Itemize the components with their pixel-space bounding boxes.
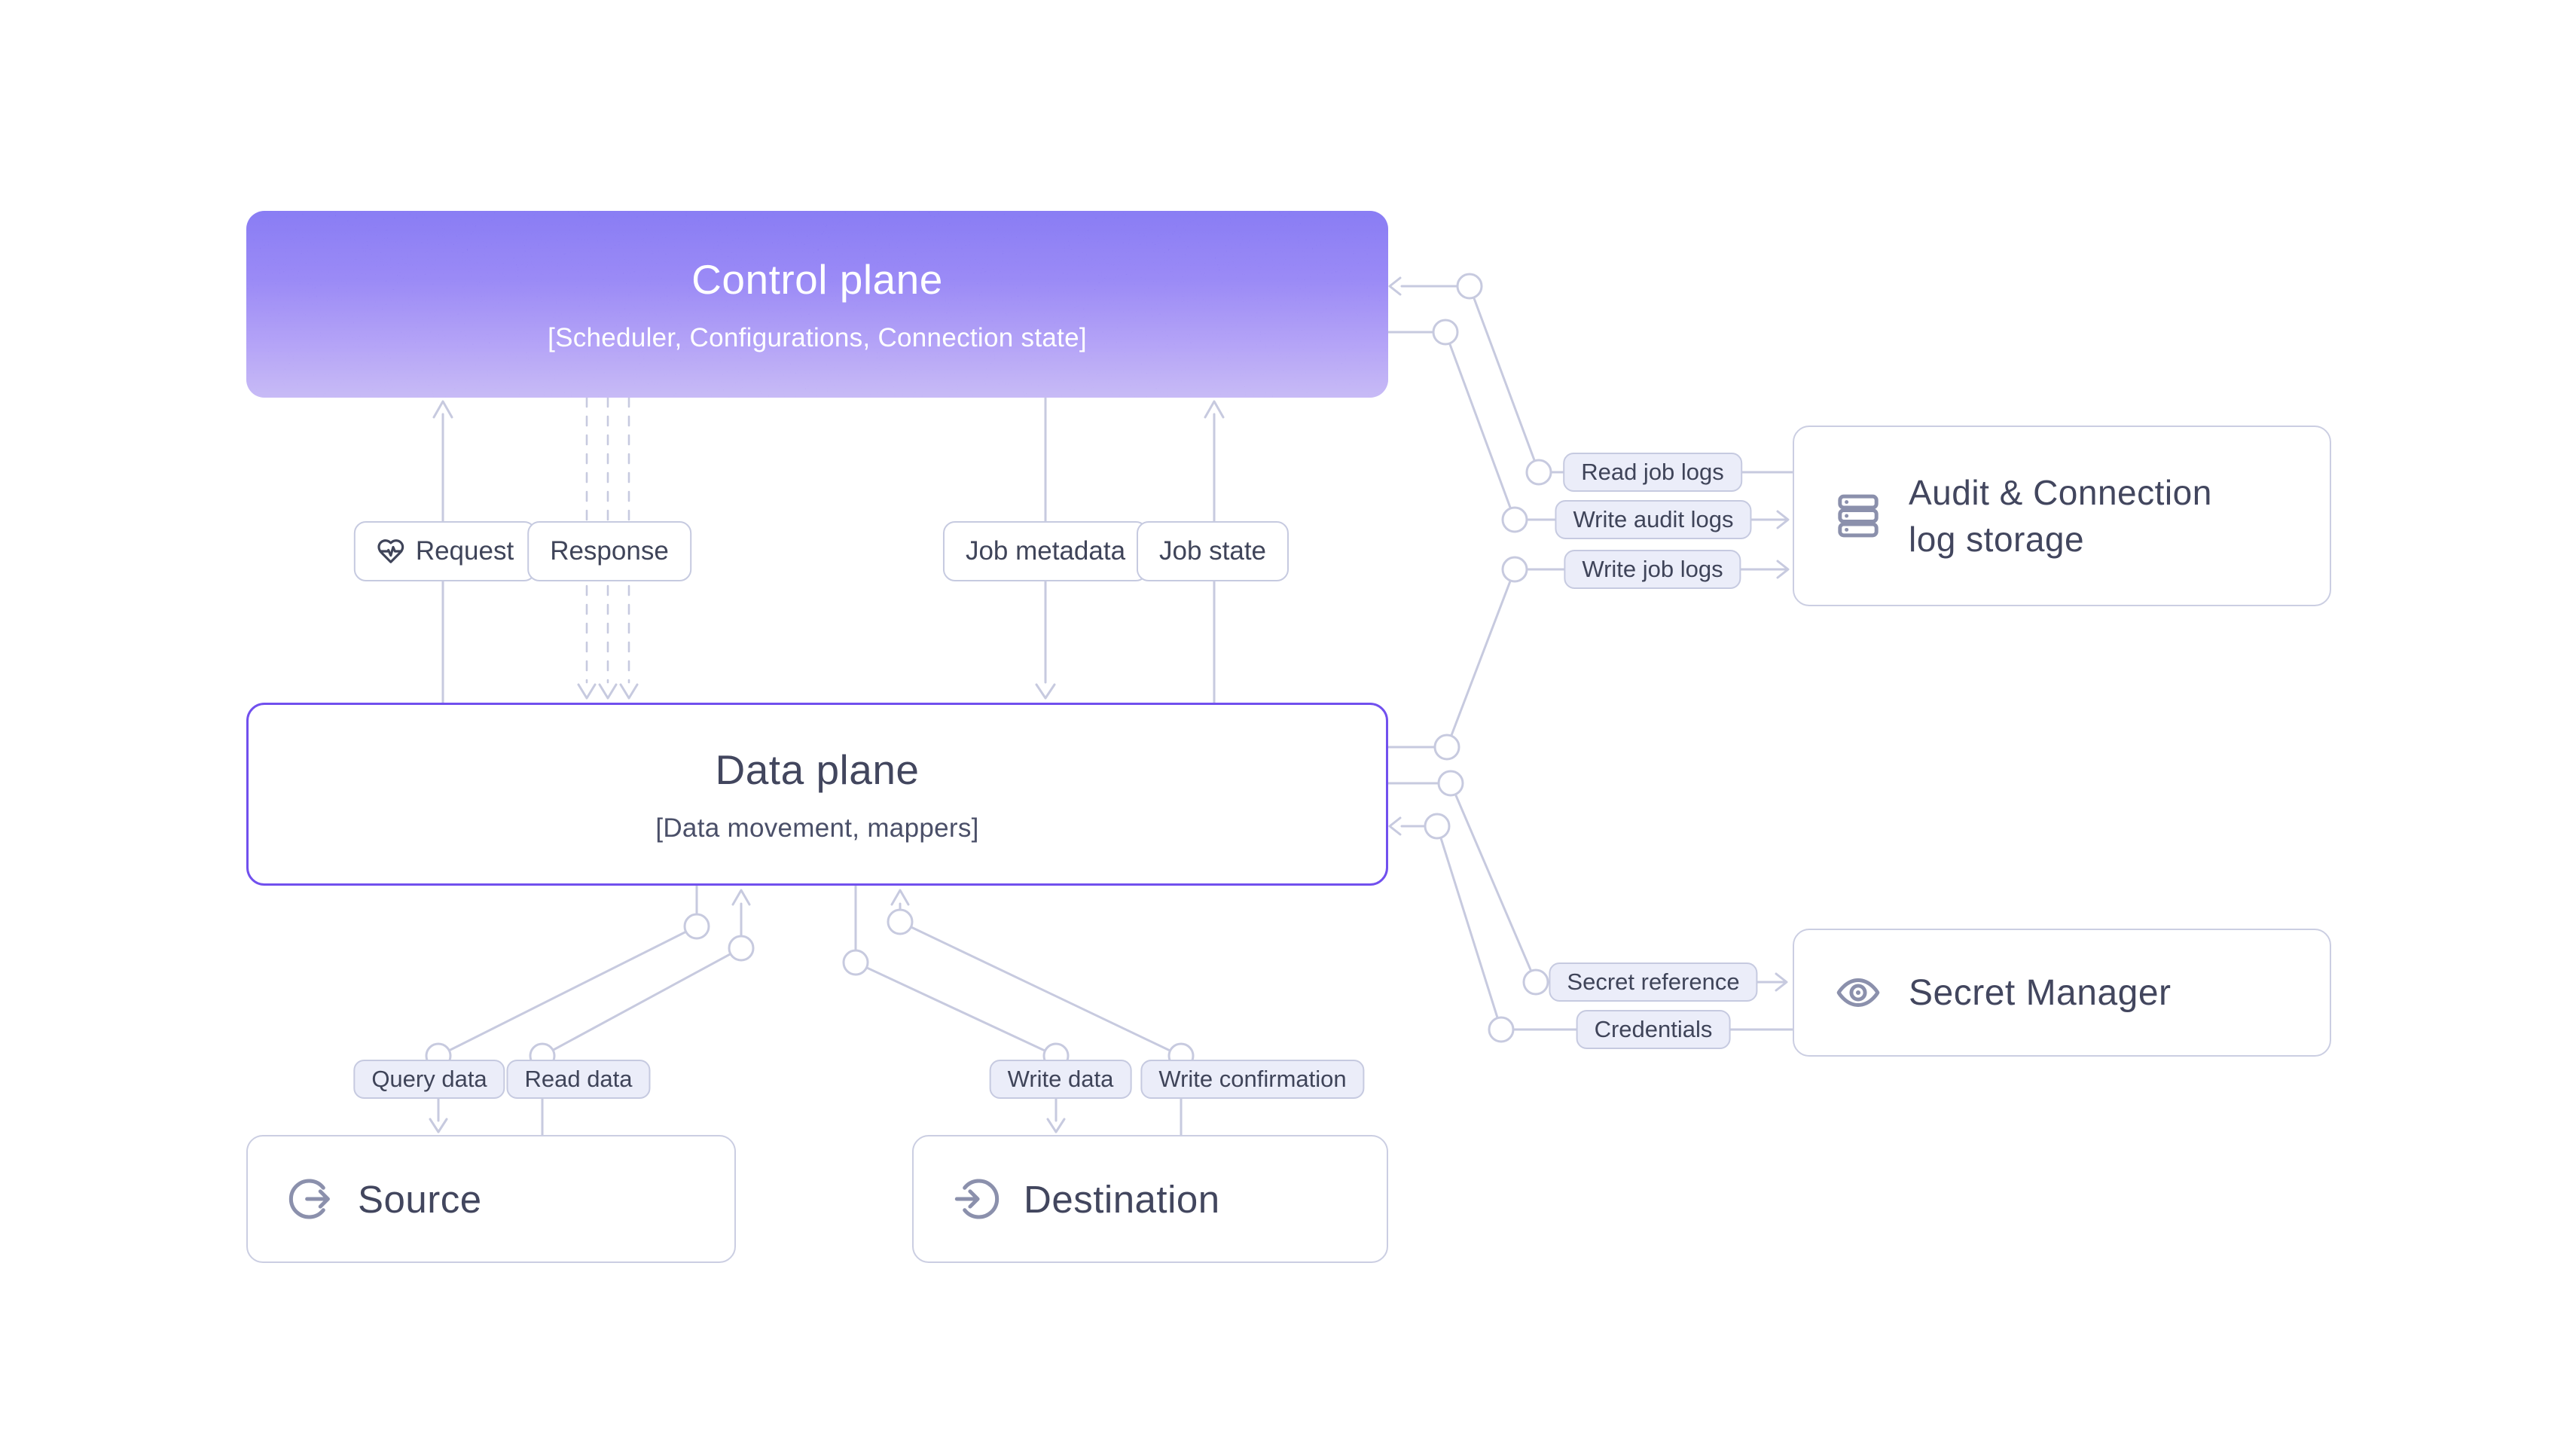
- data-plane-title: Data plane: [715, 746, 920, 793]
- edge-label-read-job-logs: Read job logs: [1563, 453, 1742, 492]
- connector-secret-reference: [1387, 782, 1788, 992]
- heart-pulse-icon: [377, 539, 404, 563]
- arrow-into-circle-icon: [954, 1179, 1000, 1219]
- audit-log-storage-node: Audit & Connection log storage: [1793, 426, 2331, 606]
- edge-label-request-text: Request: [415, 536, 514, 566]
- edge-label-response: Response: [527, 521, 691, 581]
- edge-label-job-metadata-text: Job metadata: [965, 536, 1126, 566]
- edge-label-write-audit-logs-text: Write audit logs: [1573, 506, 1734, 532]
- audit-title-line2: log storage: [1909, 520, 2085, 559]
- secret-manager-title: Secret Manager: [1909, 972, 2172, 1013]
- edge-label-credentials-text: Credentials: [1594, 1016, 1713, 1042]
- edge-label-write-audit-logs: Write audit logs: [1555, 500, 1752, 539]
- control-plane-subtitle: [Scheduler, Configurations, Connection s…: [548, 323, 1087, 352]
- destination-title: Destination: [1024, 1177, 1220, 1221]
- edge-label-request: Request: [353, 521, 537, 581]
- eye-icon: [1836, 978, 1880, 1007]
- source-title: Source: [358, 1177, 482, 1221]
- edge-label-read-data-text: Read data: [524, 1066, 633, 1092]
- data-plane-subtitle: [Data movement, mappers]: [655, 813, 979, 843]
- control-plane-title: Control plane: [691, 256, 943, 303]
- edge-label-write-job-logs: Write job logs: [1564, 550, 1741, 589]
- edge-label-write-confirmation: Write confirmation: [1140, 1060, 1365, 1099]
- edge-label-job-state: Job state: [1136, 521, 1290, 581]
- edge-label-write-data-text: Write data: [1007, 1066, 1114, 1092]
- edge-label-write-confirmation-text: Write confirmation: [1158, 1066, 1347, 1092]
- edge-label-secret-reference-text: Secret reference: [1567, 969, 1740, 995]
- edge-label-secret-reference: Secret reference: [1549, 962, 1758, 1002]
- connector-write-audit-logs: [1387, 331, 1790, 529]
- edge-label-response-text: Response: [550, 536, 669, 566]
- destination-node: Destination: [912, 1135, 1388, 1263]
- audit-log-storage-title: Audit & Connection log storage: [1909, 469, 2212, 563]
- edge-label-read-data: Read data: [506, 1060, 651, 1099]
- noise-texture: [246, 211, 1388, 398]
- edge-label-read-job-logs-text: Read job logs: [1581, 459, 1724, 485]
- data-plane-node: Data plane [Data movement, mappers]: [246, 703, 1388, 886]
- edge-label-job-metadata: Job metadata: [942, 521, 1149, 581]
- connector-read-job-logs: [1388, 276, 1794, 474]
- control-plane-node: Control plane [Scheduler, Configurations…: [246, 211, 1388, 398]
- edge-label-job-state-text: Job state: [1158, 536, 1267, 566]
- source-node: Source: [246, 1135, 736, 1263]
- edge-label-credentials: Credentials: [1576, 1010, 1731, 1049]
- connector-write-job-logs: [1387, 560, 1790, 749]
- audit-title-line1: Audit & Connection: [1909, 473, 2212, 512]
- secret-manager-node: Secret Manager: [1793, 929, 2331, 1057]
- junction-circles: [425, 273, 1552, 1069]
- edge-label-write-data: Write data: [989, 1060, 1132, 1099]
- edge-label-query-data: Query data: [353, 1060, 505, 1099]
- database-stack-icon: [1838, 494, 1879, 538]
- connector-response: [577, 396, 639, 700]
- edge-label-write-job-logs-text: Write job logs: [1582, 556, 1723, 582]
- arrow-out-of-circle-icon: [288, 1179, 330, 1219]
- edge-label-query-data-text: Query data: [371, 1066, 487, 1092]
